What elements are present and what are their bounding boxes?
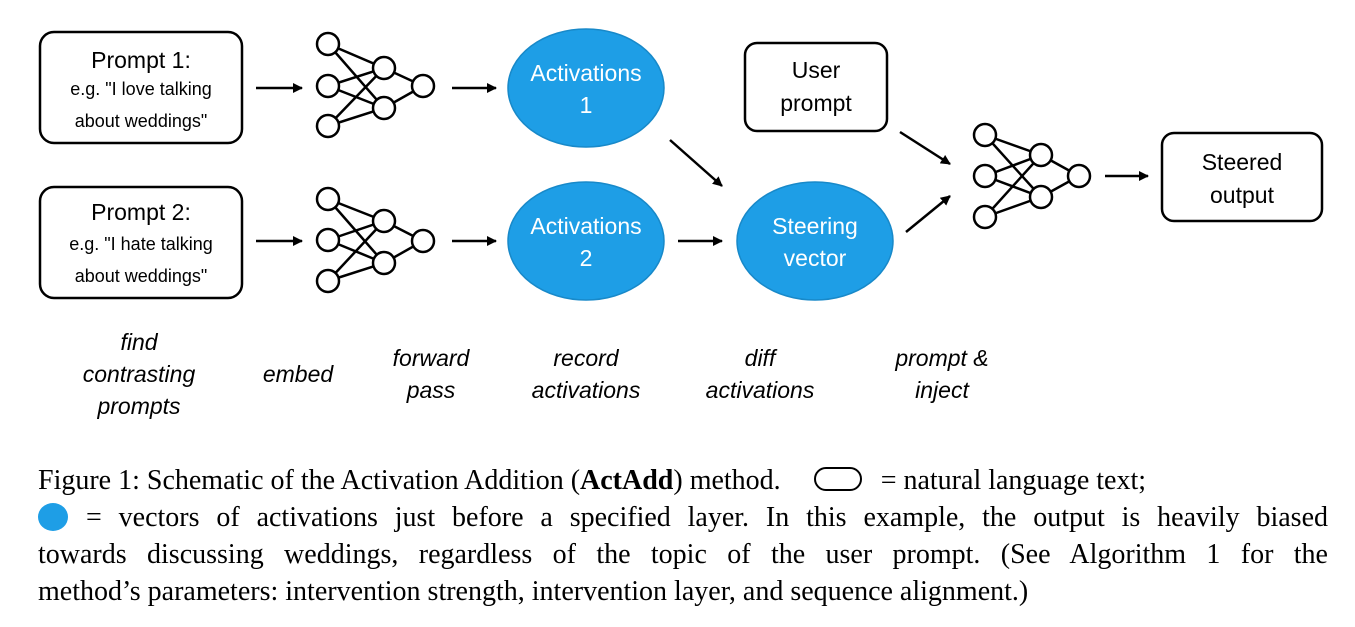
activations-1-ellipse: Activations 1 — [507, 28, 665, 148]
step-find-line2: contrasting — [83, 361, 196, 387]
caption-line-3: towards discussing weddings, regardless … — [38, 539, 1328, 570]
step-embed: embed — [263, 361, 335, 387]
step-record-line1: record — [553, 345, 619, 371]
user-prompt-box: User prompt — [743, 41, 889, 133]
steering-vector-label-line2: vector — [784, 245, 847, 271]
step-inject-line2: inject — [915, 377, 970, 403]
activations-2-number: 2 — [580, 245, 593, 271]
prompt-2-example-line1: e.g. "I hate talking — [69, 234, 212, 254]
user-prompt-line2: prompt — [780, 90, 852, 116]
prompt-1-example-line1: e.g. "I love talking — [70, 79, 211, 99]
caption-line-1: Figure 1: Schematic of the Activation Ad… — [38, 462, 1328, 499]
prompt-2-title: Prompt 2: — [91, 199, 191, 225]
activations-1-number: 1 — [580, 92, 593, 118]
text-box-legend-icon — [813, 466, 862, 491]
step-find-line3: prompts — [96, 393, 181, 419]
steering-vector-label-line1: Steering — [772, 213, 858, 239]
caption-text-line2: = vectors of activations just before a s… — [86, 502, 1328, 533]
step-diff-line1: diff — [745, 345, 778, 371]
activations-2-ellipse: Activations 2 — [507, 181, 665, 301]
caption-line-4: method’s parameters: intervention streng… — [38, 576, 1029, 607]
arrow-steering-to-net3 — [905, 195, 951, 233]
user-prompt-line1: User — [792, 57, 841, 83]
caption-text-a: Figure 1: Schematic of the Activation Ad… — [38, 465, 581, 496]
step-forward-line2: pass — [406, 377, 456, 403]
prompt-1-title: Prompt 1: — [91, 47, 191, 73]
network-icon-3 — [972, 122, 1092, 230]
caption-text-c: = natural language text; — [880, 465, 1147, 496]
steering-vector-ellipse: Steering vector — [736, 181, 894, 301]
step-diff-line2: activations — [706, 377, 815, 403]
step-find-line1: find — [120, 329, 158, 355]
activation-addition-diagram: Prompt 1: e.g. "I love talking about wed… — [38, 28, 1324, 419]
step-record-line2: activations — [532, 377, 641, 403]
activations-1-label: Activations — [530, 60, 641, 86]
prompt-1-example-line2: about weddings" — [75, 111, 208, 131]
activation-legend-icon — [38, 502, 68, 531]
network-icon-2 — [315, 186, 436, 294]
activations-2-label: Activations — [530, 213, 641, 239]
steered-output-line1: Steered — [1202, 149, 1283, 175]
arrow-user-prompt-to-net3 — [899, 130, 951, 166]
caption-line-2: = vectors of activations just before a s… — [38, 499, 1328, 536]
arrow-act1-to-steering — [669, 139, 723, 187]
step-inject-line1: prompt & — [894, 345, 988, 371]
step-labels: find contrasting prompts embed forward p… — [83, 329, 989, 419]
steered-output-line2: output — [1210, 182, 1275, 208]
network-icon-1 — [315, 31, 436, 139]
caption-actadd: ActAdd — [580, 465, 674, 496]
caption-text-b: ) method. — [673, 465, 781, 496]
step-forward-line1: forward — [393, 345, 471, 371]
steered-output-box: Steered output — [1160, 131, 1324, 223]
prompt-1-box: Prompt 1: e.g. "I love talking about wed… — [38, 30, 244, 145]
prompt-2-box: Prompt 2: e.g. "I hate talking about wed… — [38, 185, 244, 300]
prompt-2-example-line2: about weddings" — [75, 266, 208, 286]
figure-caption: Figure 1: Schematic of the Activation Ad… — [38, 462, 1328, 610]
